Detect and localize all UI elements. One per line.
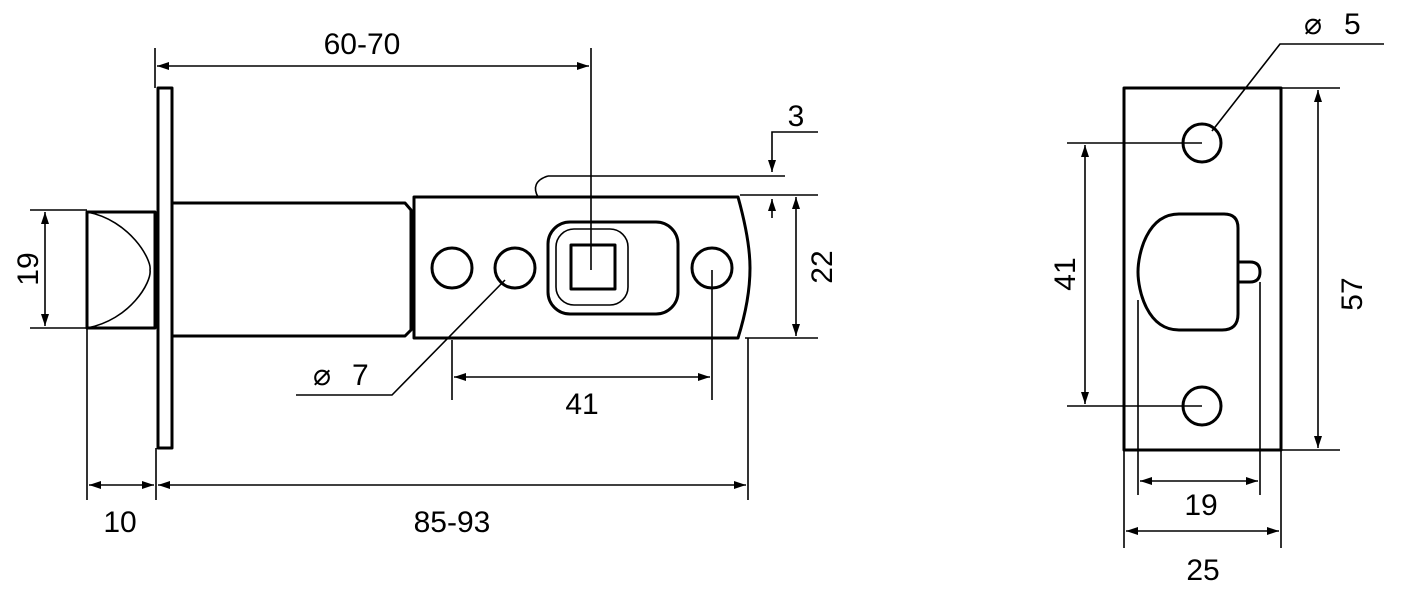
dim-leader-thickness: [768, 131, 818, 172]
spindle-square-hole: [569, 243, 617, 291]
dim-hole-diameter-symbol: ⌀: [313, 359, 331, 392]
dim-face-depth-label: 10: [103, 506, 136, 539]
dim-screw-diameter-symbol: ⌀: [1304, 8, 1322, 41]
latch-side-view: 60-70 3 22 19 ⌀ 7 41 10 85-93: [12, 28, 839, 539]
dim-latch-label: 19: [12, 252, 45, 285]
dim-hole-spacing-label: 41: [565, 388, 598, 421]
face-plate: [156, 86, 174, 450]
dim-plate-height-label: 57: [1336, 277, 1369, 310]
latch-bolt: [85, 210, 157, 330]
dim-backset-label: 60-70: [324, 28, 401, 61]
dim-height-label: 22: [806, 250, 839, 283]
dim-total-length-label: 85-93: [414, 506, 491, 539]
spindle-hub-inner: [555, 228, 629, 306]
spindle-hub-outer: [546, 220, 680, 316]
dim-leader-hole: [296, 279, 506, 396]
dim-hole-diameter-label: 7: [352, 359, 369, 392]
dim-screw-spacing-label: 41: [1049, 257, 1082, 290]
strike-plate-outline: [1122, 86, 1283, 452]
strike-plate-view: ⌀ 5 41 57 19 25: [1049, 8, 1384, 587]
latch-case: [412, 195, 752, 340]
dim-plate-width-label: 25: [1186, 554, 1219, 587]
dim-screw-diameter-label: 5: [1344, 8, 1361, 41]
case-hole-middle: [493, 246, 537, 290]
latch-bolt-curve: [86, 211, 151, 329]
dim-opening-width-label: 19: [1184, 489, 1217, 522]
case-hole-left: [430, 246, 474, 290]
dim-leader-screw: [1211, 43, 1384, 132]
latch-notch: [1238, 260, 1262, 284]
dim-thickness-label: 3: [788, 100, 805, 133]
retractor-tab: [534, 175, 549, 198]
latch-barrel: [172, 201, 413, 338]
latch-opening: [1136, 212, 1240, 332]
